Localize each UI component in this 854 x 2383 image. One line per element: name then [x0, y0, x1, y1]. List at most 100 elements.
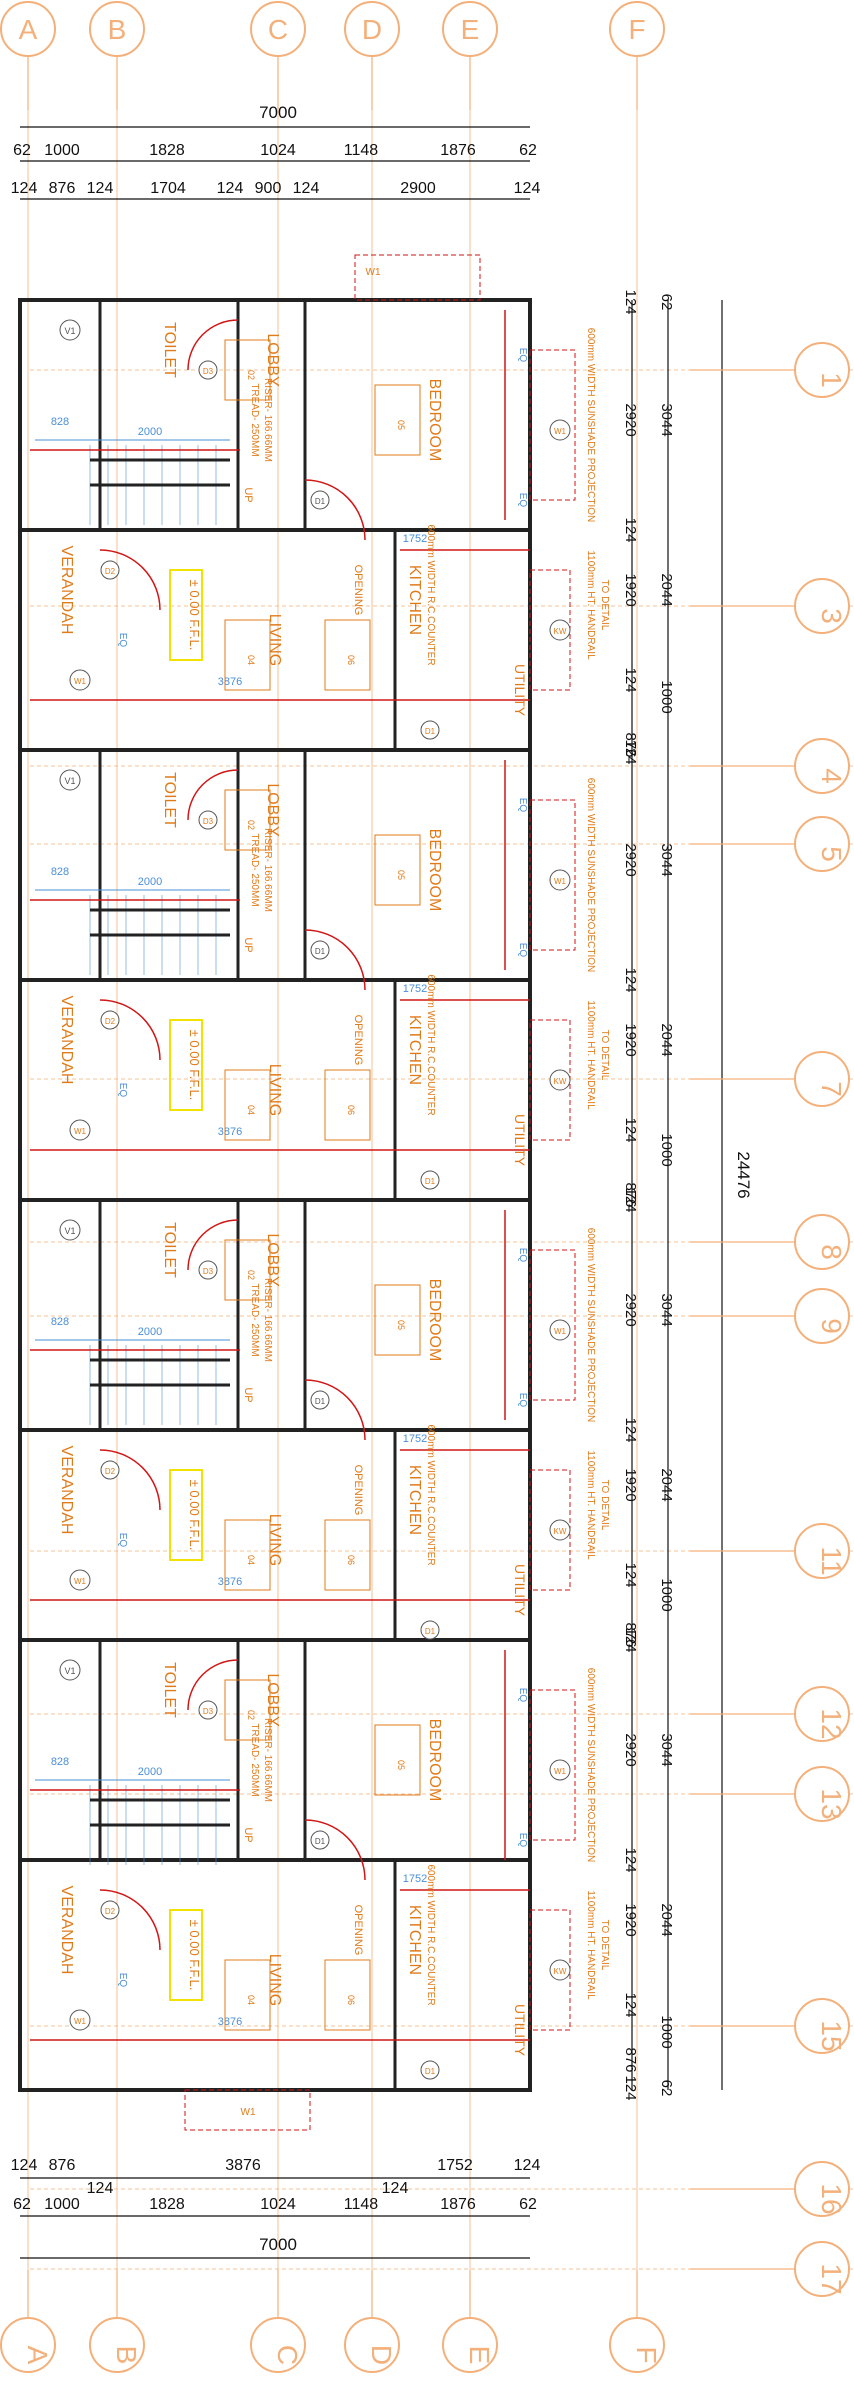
room-label-kitchen: KITCHEN: [406, 1465, 423, 1535]
dimension-label: 3044: [658, 1293, 675, 1326]
room-dim: 3876: [218, 676, 242, 688]
door-swing: [99, 999, 161, 1061]
opening-note: OPENING: [352, 1015, 364, 1066]
finish-number: 02: [246, 1710, 256, 1720]
dimension-label: 2920: [622, 843, 639, 876]
finish-number: 05: [396, 870, 406, 880]
eq-label: EQ: [117, 1083, 128, 1098]
dimension-label: 2044: [658, 1468, 675, 1501]
ffl-label: ± 0.00 F.F.L.: [187, 1480, 202, 1551]
finish-box: [224, 789, 271, 851]
finish-box: [224, 1519, 271, 1591]
sunshade-note: 600mm WIDTH SUNSHADE PROJECTION: [585, 778, 596, 972]
dimension-label: 124: [622, 667, 639, 692]
finish-box: [224, 1069, 271, 1141]
window-tag-label: W1: [554, 1327, 567, 1336]
grid-bubble-label: 15: [816, 2020, 847, 2051]
door-tag: [310, 490, 330, 510]
room-label-utility: UTILITY: [512, 1114, 528, 1167]
dimension-label: 62: [658, 294, 675, 311]
dimension-label: 1920: [622, 573, 639, 606]
dimension-label: 124: [382, 2180, 409, 2197]
dimension-label: 2920: [622, 403, 639, 436]
grid-bubble-label: 17: [816, 2263, 847, 2294]
vent-tag-label: V1: [64, 1226, 75, 1236]
grid-bubble-row: [794, 738, 850, 794]
room-dim: 3876: [218, 1576, 242, 1588]
finish-number: 06: [346, 1555, 356, 1565]
room-dim: 3876: [218, 1126, 242, 1138]
door-tag-label: D2: [105, 1467, 116, 1476]
door-tag-label: D1: [315, 1837, 326, 1846]
grid-bubble-label: B: [111, 2346, 142, 2365]
window-projection-top: [354, 254, 481, 301]
dimension-label: 1828: [149, 2196, 185, 2213]
dimension-overall-width: 7000: [259, 2235, 297, 2254]
door-tag: [310, 1830, 330, 1850]
grid-bubble-label: D: [366, 2345, 397, 2365]
vent-tag-label: V1: [64, 326, 75, 336]
room-label-bedroom: BEDROOM: [426, 829, 443, 912]
stair-riser-note: RISER- 166.66MM: [262, 828, 273, 912]
window-tag: [549, 1319, 571, 1341]
detail-note: TO DETAIL: [599, 1920, 610, 1971]
dimension-label: 62: [13, 142, 31, 159]
red-annotations: [30, 254, 576, 2131]
dimension-label: 1876: [440, 142, 476, 159]
grid-bubble-label: 7: [816, 1081, 847, 1097]
grid-bubble-label: 4: [816, 768, 847, 784]
door-tag-label: D1: [315, 947, 326, 956]
stair-tread-note: TREAD- 250MM: [249, 383, 260, 456]
dimension-label: 124: [622, 1187, 639, 1212]
window-tag-label: KW: [554, 1527, 567, 1536]
door-tag: [100, 1010, 120, 1030]
grid-bubble-row: [794, 1766, 850, 1822]
window-tag: [549, 419, 571, 441]
vent-tag: [59, 1659, 81, 1681]
finish-box: [224, 339, 271, 401]
window-tag-label: W1: [74, 2017, 87, 2026]
window-tag-label: W1: [366, 267, 381, 278]
vent-tag: [59, 1219, 81, 1241]
dimension-label: 124: [622, 1562, 639, 1587]
dimension-label: 124: [622, 967, 639, 992]
ffl-box: [169, 569, 203, 661]
finish-number: 02: [246, 1270, 256, 1280]
room-label-utility: UTILITY: [512, 1564, 528, 1617]
dimension-label: 2920: [622, 1293, 639, 1326]
room-label-verandah: VERANDAH: [58, 996, 75, 1085]
door-swing: [187, 1219, 239, 1271]
finish-number: 02: [246, 820, 256, 830]
dimension-label: 876: [49, 2157, 76, 2174]
window-tag-label: W1: [241, 2107, 256, 2118]
window-tag-label: W1: [554, 877, 567, 886]
finish-box: [324, 619, 371, 691]
dimension-label: 124: [514, 180, 541, 197]
door-tag: [420, 720, 440, 740]
dimension-label: 876: [622, 732, 639, 757]
dimension-label: 124: [217, 180, 244, 197]
window-tag: [69, 1569, 91, 1591]
dimension-label: 876: [622, 1182, 639, 1207]
window-tag-label: W1: [74, 1577, 87, 1586]
dimension-label: 62: [519, 142, 537, 159]
finish-box: [374, 834, 421, 906]
grid-bubble-label: 13: [816, 1788, 847, 1819]
grid-bubble-label: 5: [816, 846, 847, 862]
sunshade-outline: [529, 1249, 576, 1401]
eq-label: EQ: [117, 1973, 128, 1988]
stair-length-dim: 2000: [138, 876, 162, 888]
dimension-label: 124: [87, 180, 114, 197]
eq-label: EQ: [117, 633, 128, 648]
door-swing: [304, 1819, 366, 1881]
grid-bubble-label: C: [268, 14, 288, 45]
window-projection-bottom: [184, 2089, 311, 2131]
window-tag-label: W1: [74, 677, 87, 686]
ffl-label: ± 0.00 F.F.L.: [187, 580, 202, 651]
door-tag: [420, 1620, 440, 1640]
dimension-label: 1704: [150, 180, 186, 197]
room-dim: 1752: [403, 533, 427, 545]
window-tag-label: W1: [74, 1127, 87, 1136]
